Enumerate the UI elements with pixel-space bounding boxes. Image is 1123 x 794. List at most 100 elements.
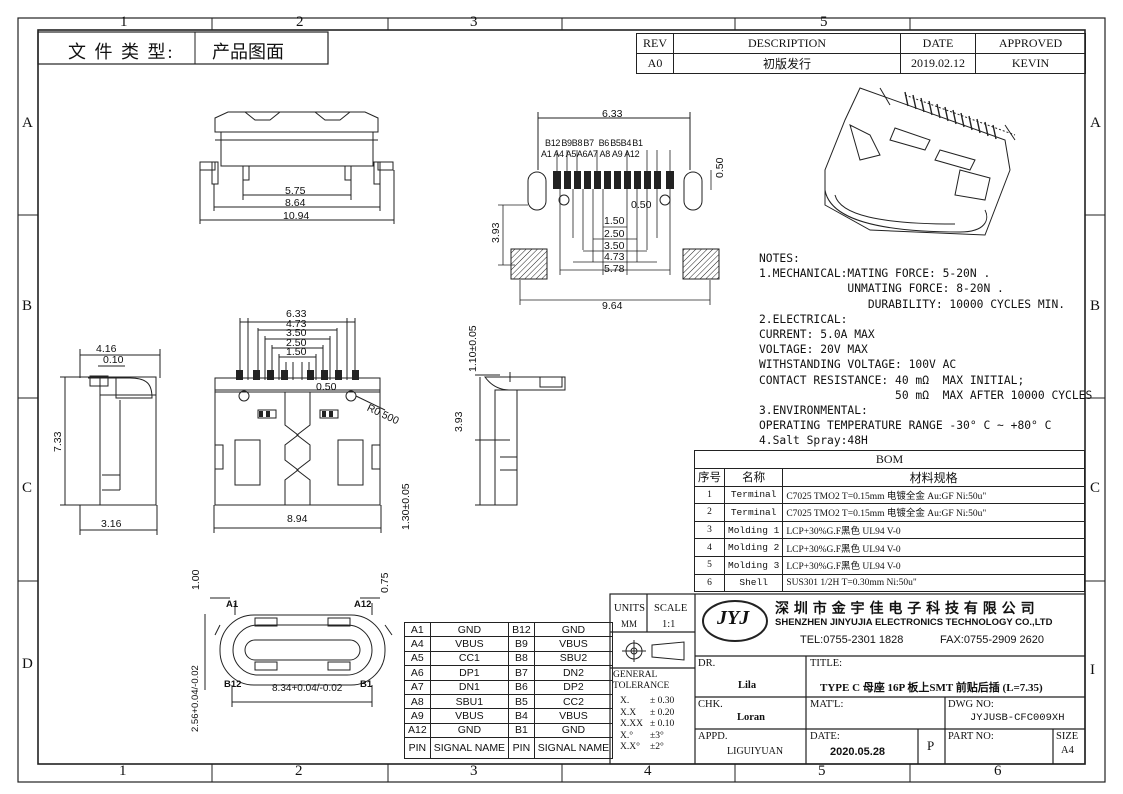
pin-cell: B9 <box>508 636 535 652</box>
zone-right-c: C <box>1090 480 1101 496</box>
logo-text: JYJ <box>717 607 750 629</box>
bom-name: Terminal <box>723 503 784 522</box>
bom-header-no: 序号 <box>694 467 725 487</box>
dim-label: 1.00 <box>190 569 202 590</box>
zone-bottom-5: 5 <box>818 763 826 779</box>
dim-label: 0.75 <box>379 572 391 593</box>
zone-bottom-6: 6 <box>994 763 1002 779</box>
tolerance-row: X.X°±2° <box>620 742 674 754</box>
zone-left-a: A <box>22 115 33 131</box>
dim-label: 8.94 <box>287 513 308 525</box>
zone-right-i: I <box>1090 662 1095 678</box>
pin-label: B5 <box>610 138 621 148</box>
end-pin-label: B1 <box>360 679 373 690</box>
dim-label: 1.50 <box>286 346 307 358</box>
rev-cell: A0 <box>636 53 674 74</box>
signal-cell: GND <box>533 722 614 739</box>
end-pin-label: A12 <box>354 599 372 610</box>
bom-no: 4 <box>694 538 725 557</box>
signal-cell: SBU1 <box>429 693 510 710</box>
dim-label: 2.50 <box>286 337 307 349</box>
dim-label: 0.50 <box>316 381 337 393</box>
part-no-label: PART NO: <box>948 731 994 742</box>
signal-cell: CC2 <box>533 693 614 710</box>
notes-title: NOTES: <box>759 252 800 265</box>
size-value: A4 <box>1061 745 1074 756</box>
appd-value: LIGUIYUAN <box>727 746 784 757</box>
zone-bottom-4: 4 <box>644 763 652 779</box>
dim-label: 7.33 <box>52 431 64 452</box>
tolerance-row: X.± 0.30 <box>620 696 674 708</box>
pin-cell: B4 <box>508 708 535 724</box>
pin-cell: A4 <box>404 636 431 652</box>
dim-label: 0.50 <box>714 157 726 178</box>
signal-cell: VBUS <box>533 636 614 652</box>
pin-cell: A12 <box>404 722 431 739</box>
approved-header: APPROVED <box>975 33 1086 54</box>
bom-name: Shell <box>723 573 784 593</box>
units-value: MM <box>621 619 638 629</box>
dim-label: 3.93 <box>490 222 502 243</box>
date-label: DATE: <box>810 731 840 742</box>
signal-cell: DN1 <box>429 679 510 695</box>
chk-label: CHK. <box>698 699 723 710</box>
file-type-label: 文 件 类 型: <box>68 42 175 62</box>
pin-cell: B6 <box>508 679 535 695</box>
dim-label: 4.73 <box>286 318 307 330</box>
footprint-pads <box>553 171 674 189</box>
front-view <box>199 111 395 224</box>
notes-line: 3.ENVIRONMENTAL: <box>759 404 868 418</box>
signal-header: SIGNAL NAME <box>533 737 614 760</box>
tolerance-key: X.X° <box>620 742 640 752</box>
tolerance-value: ± 0.30 <box>650 696 675 706</box>
zone-bottom-2: 2 <box>295 763 303 779</box>
bom-name: Molding 3 <box>723 555 784 575</box>
file-type-value: 产品图面 <box>212 42 284 62</box>
side-view <box>60 349 161 535</box>
dim-label: 9.64 <box>602 300 623 312</box>
pin-label: A12 <box>624 149 640 159</box>
isometric-pins <box>904 91 997 140</box>
tolerance-title: GENERAL TOLERANCE <box>613 670 670 691</box>
bom-no: 6 <box>694 573 725 593</box>
pin-label: A9 <box>611 149 623 159</box>
revision-table: REV DESCRIPTION DATE APPROVED A0 初版发行 20… <box>636 33 1086 74</box>
pin-label: B12 <box>545 138 561 148</box>
pin-label: A6 <box>576 149 588 159</box>
zone-left-b: B <box>22 298 33 314</box>
pin-cell: A9 <box>404 708 431 724</box>
pin-cell: A8 <box>404 693 431 710</box>
dim-label: 8.64 <box>285 197 306 209</box>
signal-cell: DN2 <box>533 665 614 681</box>
pin-cell: A1 <box>404 621 431 638</box>
pin-cell: B5 <box>508 693 535 710</box>
pin-cell: A5 <box>404 650 431 667</box>
dwg-label: DWG NO: <box>948 699 994 710</box>
tolerance-key: X.XX <box>620 719 643 729</box>
date-value: 2020.05.28 <box>830 746 886 758</box>
dim-label: 5.75 <box>285 185 306 197</box>
tolerance-row: X.XX ± 0.10 <box>620 719 674 731</box>
zone-right-a: A <box>1090 115 1101 131</box>
hatched-pad-left <box>510 248 548 280</box>
pin-cell: A7 <box>404 679 431 695</box>
pin-header: PIN <box>508 737 535 760</box>
notes-line: 50 mΩ MAX AFTER 10000 CYCLES <box>759 388 1093 402</box>
scale-value: 1:1 <box>662 619 676 630</box>
signal-cell: CC1 <box>429 650 510 667</box>
tolerance-value: ± 0.10 <box>650 719 675 729</box>
signal-cell: GND <box>533 621 614 638</box>
bom-no: 2 <box>694 503 725 522</box>
pin-label: A4 <box>553 149 564 159</box>
dim-label: 4.73 <box>604 251 625 263</box>
zone-top-5: 5 <box>820 14 828 30</box>
notes-block: NOTES:1.MECHANICAL:MATING FORCE: 5-20N .… <box>759 251 1092 449</box>
